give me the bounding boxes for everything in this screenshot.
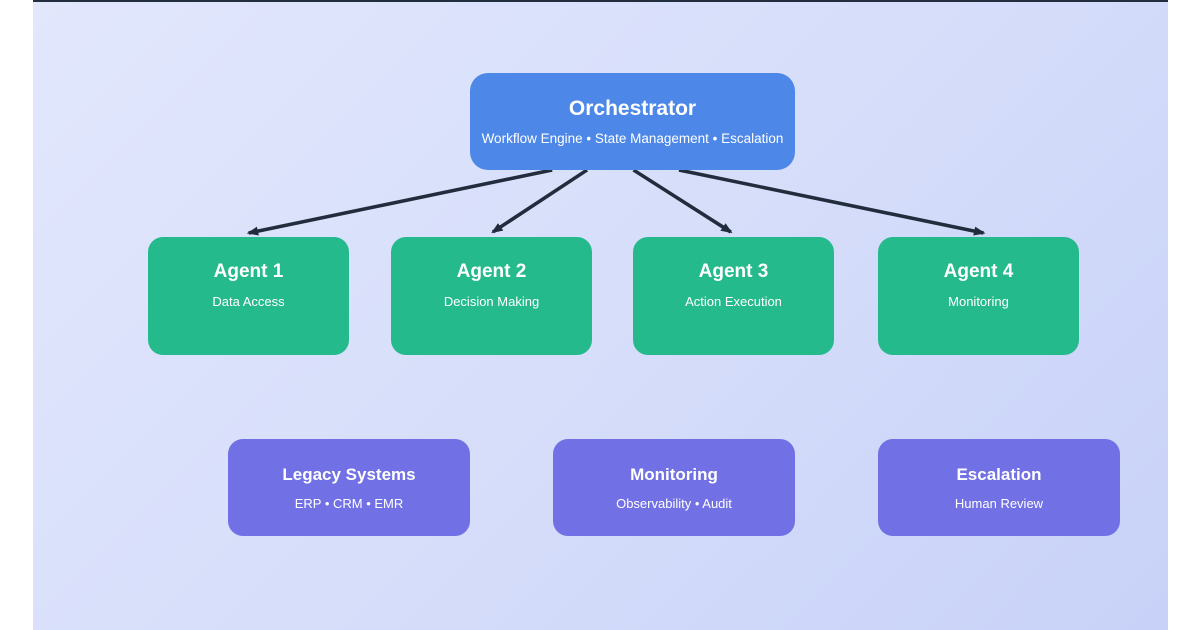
support-title: Legacy Systems [282,464,416,484]
agent-subtitle: Data Access [212,294,285,309]
support-node-monitoring: Monitoring Observability • Audit [553,439,795,536]
support-title: Escalation [956,464,1042,484]
arrow-orchestrator-to-agent-1 [246,168,553,236]
arrow-orchestrator-to-agent-2 [491,168,589,234]
agent-node-4: Agent 4 Monitoring [878,237,1079,355]
agent-node-1: Agent 1 Data Access [148,237,349,355]
support-subtitle: Human Review [954,495,1044,511]
support-node-escalation: Escalation Human Review [878,439,1120,536]
agent-node-2: Agent 2 Decision Making [391,237,592,355]
support-subtitle: ERP • CRM • EMR [294,495,404,511]
orchestrator-node: Orchestrator Workflow Engine • State Man… [470,73,795,170]
agent-subtitle: Monitoring [948,294,1009,309]
arrow-orchestrator-to-agent-4 [678,168,986,236]
agent-title: Agent 3 [698,261,769,282]
agent-title: Agent 2 [456,261,527,282]
support-subtitle: Observability • Audit [616,495,732,511]
orchestrator-title: Orchestrator [568,97,697,120]
agent-title: Agent 1 [213,261,284,282]
orchestrator-subtitle: Workflow Engine • State Management • Esc… [481,131,784,146]
support-title: Monitoring [630,464,718,484]
agent-subtitle: Action Execution [685,294,782,309]
agent-title: Agent 4 [943,261,1014,282]
support-node-legacy-systems: Legacy Systems ERP • CRM • EMR [228,439,470,536]
agent-node-3: Agent 3 Action Execution [633,237,834,355]
diagram-background-panel: Orchestrator Workflow Engine • State Man… [33,0,1168,630]
arrow-orchestrator-to-agent-3 [632,168,733,234]
agent-subtitle: Decision Making [443,294,540,309]
